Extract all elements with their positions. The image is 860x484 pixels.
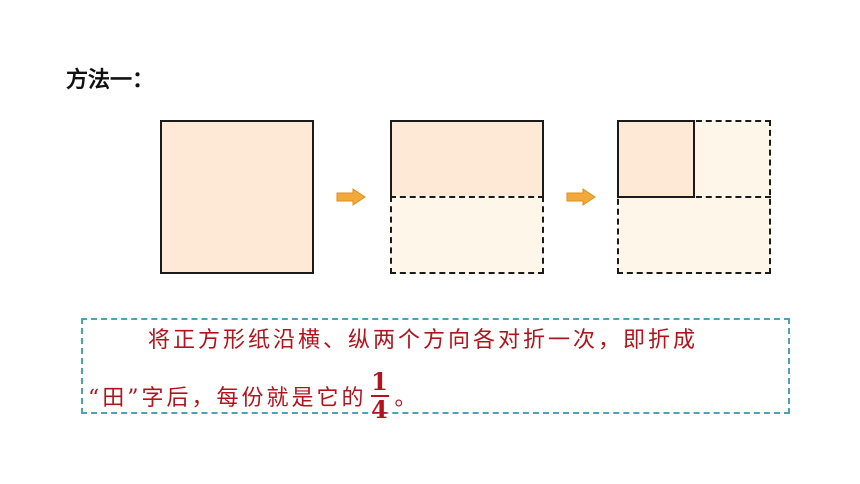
explanation-line-2: “田”字后，每份就是它的 1 4 。 [88,370,420,422]
square-whole [160,120,314,274]
fraction-numerator: 1 [371,367,388,396]
square-quarter-fold [617,120,771,274]
method-heading: 方法一： [66,68,155,93]
fraction-one-quarter: 1 4 [370,367,389,424]
arrow-right-icon [336,188,366,206]
half-bottom-dashed [390,196,544,274]
explanation-box [81,318,790,414]
quarter-top-left [617,120,695,198]
line-2-prefix: “田”字后，每份就是它的 [88,386,367,411]
arrow-right-icon [566,188,596,206]
fraction-denominator: 4 [371,395,388,424]
line-2-suffix: 。 [394,386,420,411]
half-top [390,120,544,198]
square-half-fold [390,120,544,274]
fraction-bar [370,395,389,397]
explanation-line-1: 将正方形纸沿横、纵两个方向各对折一次，即折成 [148,328,699,353]
